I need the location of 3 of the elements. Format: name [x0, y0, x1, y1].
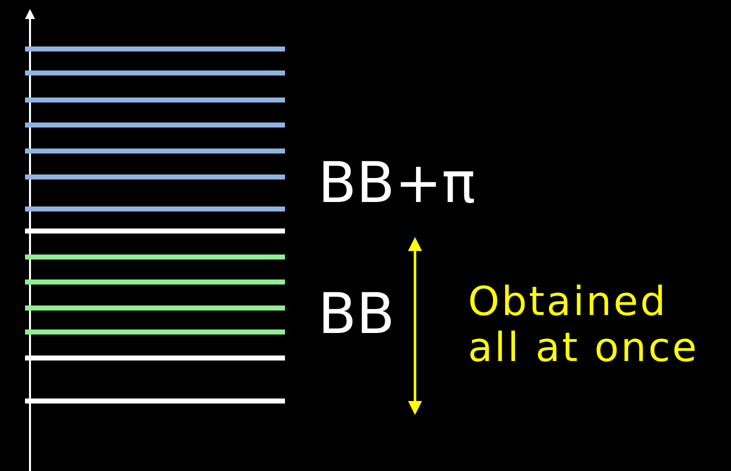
- range-note: Obtained all at once: [468, 279, 700, 371]
- level-group-label: BB+π: [318, 152, 476, 216]
- level-group-label: BB: [318, 283, 395, 348]
